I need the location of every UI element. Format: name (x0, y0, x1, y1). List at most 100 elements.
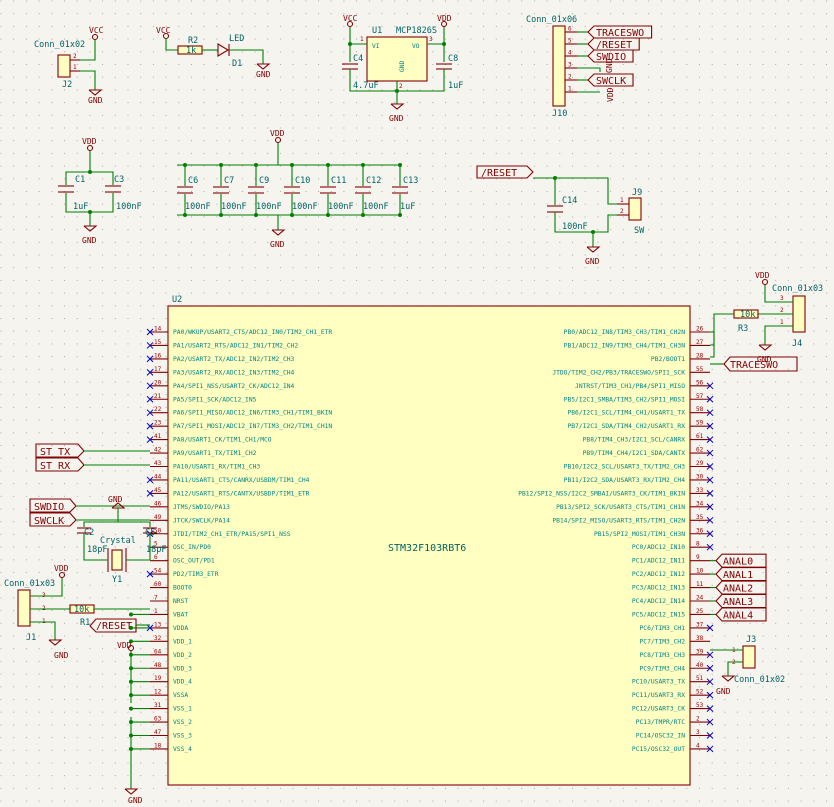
anal-net-text: ANAL3 (723, 597, 753, 608)
swdio-label[interactable] (29, 498, 77, 513)
j10-net-label[interactable] (587, 37, 640, 51)
mcu-pin-name: PB10/I2C2_SCL/USART3_TX/TIM2_CH3 (564, 464, 686, 471)
j10-net-label[interactable] (587, 25, 653, 39)
mcu-pin-number: 42 (154, 447, 162, 454)
mcu-pin-name: VSS_1 (173, 706, 192, 713)
svg-text:VCC: VCC (343, 14, 358, 23)
mcu-pin-name: PB1/ADC12_IN9/TIM3_CH4/TIM1_CH3N (564, 342, 686, 349)
svg-text:VDD: VDD (117, 641, 132, 650)
j2-value: Conn_01x02 (34, 40, 85, 50)
mcu-pin-name: PC4/ADC12_IN14 (632, 598, 685, 605)
svg-text:Conn_01x03: Conn_01x03 (4, 579, 55, 589)
mcu-body[interactable] (167, 305, 691, 786)
mcu-pin-number: 55 (696, 366, 704, 373)
mcu-pin-number: 15 (154, 339, 162, 346)
mcu-pin-name: VDDA (173, 625, 188, 632)
mcu-pin-name: PB7/I2C1_SDA/TIM4_CH2/USART1_RX (567, 423, 685, 430)
decoupling-cap-ref: C12 (366, 176, 381, 186)
mcu-pin-name: PB5/I2C1_SMBA/TIM3_CH2/SPI1_MOSI (564, 396, 686, 403)
mcu-pin-number: 59 (696, 420, 704, 427)
anal-net-text: ANAL0 (723, 557, 753, 568)
svg-text:/RESET: /RESET (481, 168, 517, 179)
bulk-caps[interactable]: VDD C1 1uF C3 100nF GND (58, 137, 142, 245)
anal-net-text: ANAL2 (723, 584, 753, 595)
mcu-pin-number: 28 (696, 352, 704, 359)
regulator-u1[interactable]: VCC VDD U1 MCP1826S VI VO GND 1 3 2 C4 4… (342, 14, 463, 123)
mcu-pin-name: VDD_3 (173, 665, 192, 672)
st-rx-label[interactable] (35, 457, 85, 472)
connector-j4[interactable]: VDD Conn_01x03 3 2 1 GND J4 10k R3 (710, 271, 823, 364)
svg-text:SWCLK: SWCLK (34, 516, 64, 527)
svg-text:ST_TX: ST_TX (40, 447, 70, 458)
anal-net-label[interactable] (715, 607, 767, 622)
mcu-pin-name: PA11/USART1_CTS/CANRX/USBDM/TIM1_CH4 (173, 477, 310, 484)
anal-net-label[interactable] (715, 553, 767, 568)
svg-text:C14: C14 (562, 196, 577, 206)
mcu-pin-name: PC8/TIM3_CH3 (640, 652, 686, 659)
svg-text:GND: GND (54, 651, 69, 660)
anal-net-text: ANAL1 (723, 570, 753, 581)
svg-text:VDD: VDD (437, 14, 452, 23)
svg-text:Y1: Y1 (112, 575, 122, 585)
mcu-pin-number: 54 (154, 568, 162, 575)
left-nets[interactable]: ST_TX ST_RX SWDIO SWCLK GND C2 18pF C5 1… (4, 443, 166, 805)
traceswo-label[interactable] (723, 356, 798, 372)
svg-text:Conn_01x03: Conn_01x03 (772, 284, 823, 294)
reset-circuit[interactable]: /RESET C14 100nF 1 2 J9 SW GND (476, 165, 645, 266)
decoupling-cap-value: 1uF (400, 202, 415, 212)
svg-text:18pF: 18pF (146, 545, 166, 555)
connector-j10[interactable]: Conn_01x06 654321TRACESWO/RESETSWDIOSWCL… (526, 15, 653, 119)
decoupling-cap-value: 100nF (185, 202, 211, 212)
anal-net-label[interactable] (715, 567, 767, 582)
reset-net-label[interactable] (476, 165, 534, 179)
mcu-pin-number: 19 (154, 675, 162, 682)
connector-j2[interactable]: 2 1 Conn_01x02 J2 VCC GND (34, 26, 104, 105)
power-led-circuit[interactable]: VCC R2 1k LED D1 GND (156, 26, 271, 79)
svg-text:3: 3 (429, 36, 433, 43)
anal-net-label[interactable] (715, 593, 767, 609)
mcu-pin-name: PC11/USART3_RX (632, 692, 685, 699)
decoupling-cap-value: 100nF (256, 202, 282, 212)
mcu-pin-name: PB13/SPI2_SCK/USART3_CTS/TIM1_CH1N (556, 504, 685, 511)
mcu-pin-name: PC5/ADC12_IN15 (632, 611, 685, 618)
j10-net-label[interactable] (587, 73, 634, 87)
mcu-pin-number: 5 (154, 541, 158, 548)
mcu-pin-name: PA7/SPI1_MOSI/ADC12_IN7/TIM3_CH2/TIM1_CH… (173, 423, 332, 430)
svg-text:GND: GND (128, 796, 143, 805)
svg-text:C8: C8 (448, 54, 458, 64)
mcu-pin-number: 51 (696, 675, 704, 682)
mcu-pin-number: 27 (696, 339, 704, 346)
j10-pin-number: 3 (568, 62, 572, 69)
led-d1[interactable] (217, 43, 230, 57)
mcu-pin-number: 38 (696, 635, 704, 642)
mcu-value: STM32F103RBT6 (388, 543, 466, 554)
mcu-pin-number: 20 (154, 379, 162, 386)
mcu-pin-number: 50 (154, 527, 162, 534)
svg-text:GND: GND (270, 240, 285, 249)
swclk-label[interactable] (29, 512, 77, 527)
decoupling-cap-ref: C7 (224, 176, 234, 186)
st-tx-label[interactable] (35, 443, 85, 458)
svg-text:1: 1 (780, 319, 784, 326)
mcu-pin-name: OSC_IN/PD0 (173, 544, 211, 551)
decoupling-cap-value: 100nF (363, 202, 389, 212)
svg-text:4.7uF: 4.7uF (353, 81, 379, 91)
mcu-pin-number: 39 (696, 648, 704, 655)
svg-text:10k: 10k (74, 605, 89, 615)
svg-text:VDD: VDD (54, 564, 69, 573)
led-vcc-label: VCC (156, 26, 171, 35)
mcu-pin-number: 52 (696, 689, 704, 696)
decoupling-cap-ref: C10 (295, 176, 310, 186)
mcu-pin-number: 48 (154, 662, 162, 669)
j10-net-label[interactable] (587, 49, 634, 63)
anal-net-label[interactable] (715, 580, 767, 595)
j10-pin-number: 2 (568, 74, 572, 81)
mcu-pin-name: PC1/ADC12_IN11 (632, 558, 685, 565)
crystal-y1[interactable] (111, 549, 123, 571)
j2-pin2: 2 (73, 53, 77, 60)
svg-text:SWDIO: SWDIO (34, 502, 64, 513)
decoupling-caps[interactable]: VDD GND C6100nFC7100nFC9100nFC10100nFC11… (177, 129, 418, 249)
mcu-u2[interactable]: U2 STM32F103RBT6 PA0/WKUP/USART2_CTS/ADC… (129, 295, 715, 786)
mcu-pin-name: OSC_OUT/PD1 (173, 558, 215, 565)
